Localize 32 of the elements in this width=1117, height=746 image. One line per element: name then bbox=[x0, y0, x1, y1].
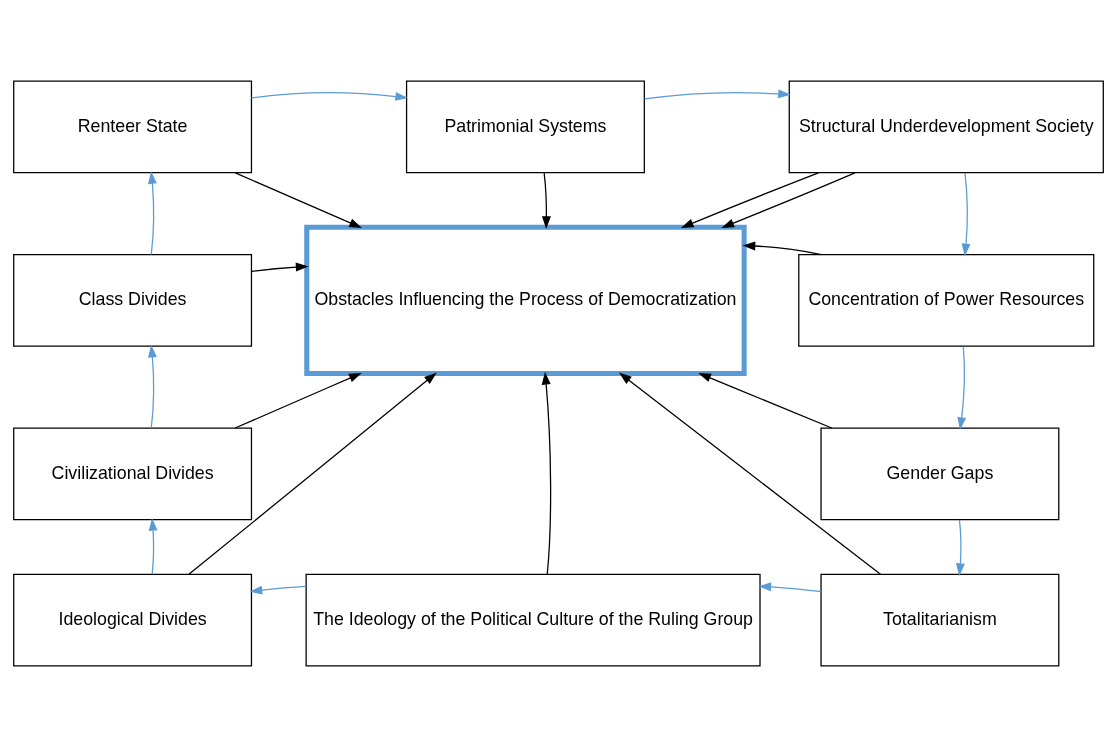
arrow bbox=[147, 344, 157, 429]
node-box: Structural Underdevelopment Society bbox=[788, 79, 1104, 173]
node-box: Class Divides bbox=[13, 253, 253, 347]
node-box: Obstacles Influencing the Process of Democratization bbox=[304, 224, 747, 376]
arrow bbox=[619, 372, 882, 575]
node-box: Renteer State bbox=[13, 79, 253, 173]
arrow bbox=[234, 372, 362, 429]
arrow bbox=[961, 171, 971, 256]
arrow bbox=[250, 262, 309, 272]
arrow bbox=[188, 372, 437, 575]
arrow bbox=[680, 171, 820, 228]
arrow bbox=[742, 241, 822, 255]
node-box: Ideological Divides bbox=[13, 573, 253, 667]
node-box: Gender Gaps bbox=[820, 427, 1060, 520]
arrow bbox=[644, 88, 791, 100]
arrow bbox=[758, 581, 822, 592]
arrow bbox=[955, 518, 965, 576]
arrow bbox=[698, 372, 833, 429]
arrow bbox=[721, 171, 856, 228]
node-box: Civilizational Divides bbox=[13, 427, 253, 520]
arrow bbox=[957, 345, 967, 430]
arrow bbox=[249, 585, 307, 594]
node-box: Patrimonial Systems bbox=[405, 79, 645, 173]
arrow bbox=[541, 371, 552, 575]
arrow bbox=[541, 171, 551, 229]
node-box: Totalitarianism bbox=[820, 573, 1060, 667]
node-box: Concentration of Power Resources bbox=[798, 253, 1095, 347]
arrow bbox=[147, 170, 157, 255]
arrow bbox=[148, 517, 158, 575]
arrow bbox=[250, 91, 409, 101]
arrow bbox=[234, 171, 362, 228]
node-box: The Ideology of the Political Culture of the Ruling Group bbox=[305, 573, 761, 667]
